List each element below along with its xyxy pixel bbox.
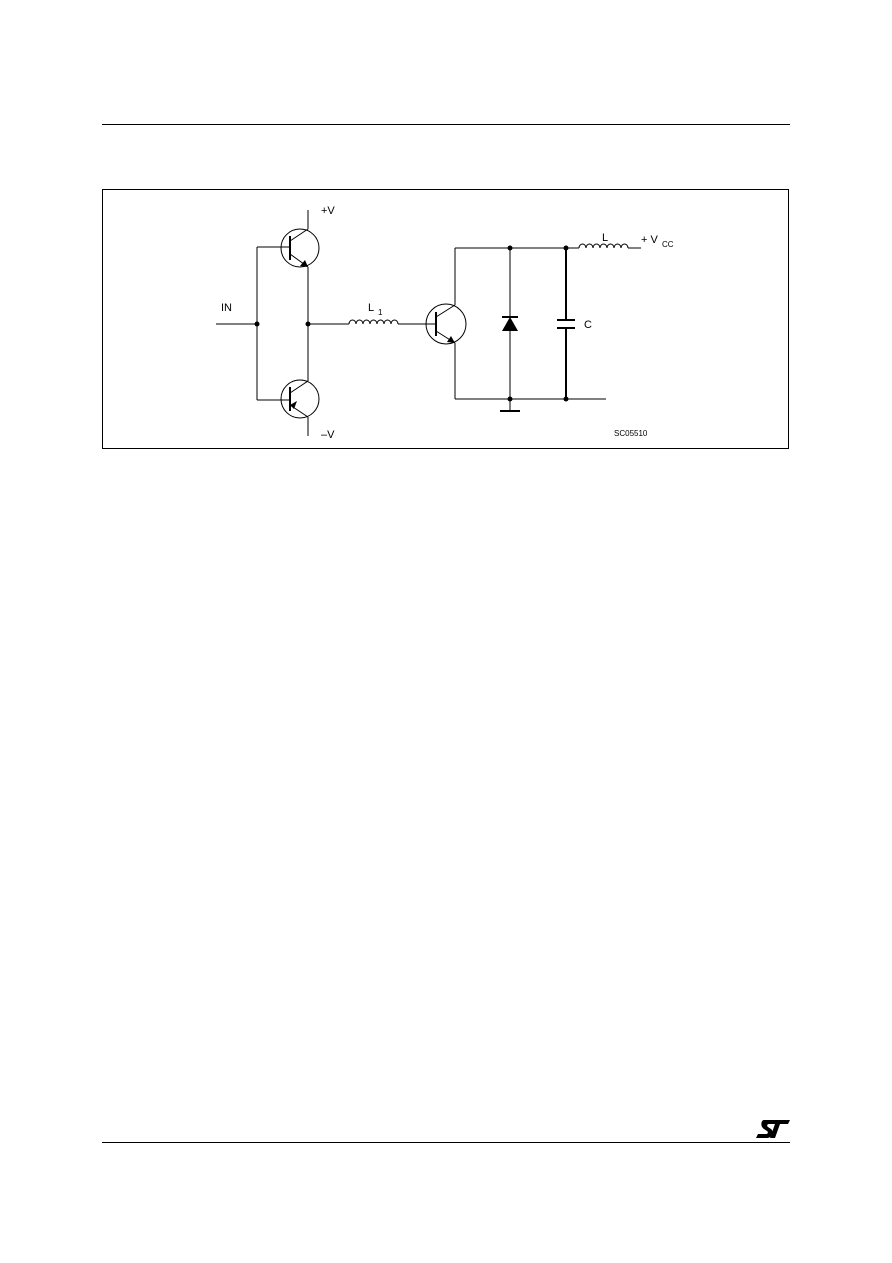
junction-dot [305, 321, 311, 327]
output-npn-transistor [425, 248, 467, 399]
label-minus-v: –V [321, 429, 335, 441]
inductor-l1 [348, 319, 399, 325]
label-vcc: + V [641, 234, 658, 246]
lower-emitter-arrow [290, 401, 297, 409]
label-l: L [602, 232, 608, 244]
label-l1: L [368, 302, 374, 314]
diode-cathode-bar [502, 316, 518, 318]
output-emitter-arrow [447, 336, 455, 343]
label-plus-v: +V [321, 205, 335, 217]
diode-symbol [502, 317, 518, 331]
label-vcc-subscript: CC [662, 240, 674, 249]
label-l1-subscript: 1 [378, 308, 383, 317]
junction-dot [563, 396, 569, 402]
junction-dot [507, 245, 513, 251]
st-logo-icon [756, 1120, 790, 1138]
footer-rule [102, 1142, 790, 1143]
upper-npn-transistor [280, 210, 320, 324]
junction-dot [507, 396, 513, 402]
figure-code: SC05510 [614, 429, 648, 438]
label-c: C [584, 319, 592, 331]
inductor-l [578, 243, 629, 249]
lower-pnp-transistor [280, 324, 320, 436]
label-in: IN [221, 302, 232, 314]
upper-emitter-arrow [300, 260, 308, 267]
junction-dot [563, 245, 569, 251]
junction-dot [254, 321, 260, 327]
circuit-diagram: IN +V –V L 1 L C + V CC SC05510 [216, 205, 674, 441]
header-rule [102, 124, 790, 125]
circuit-figure: IN +V –V L 1 L C + V CC SC05510 [102, 189, 789, 449]
